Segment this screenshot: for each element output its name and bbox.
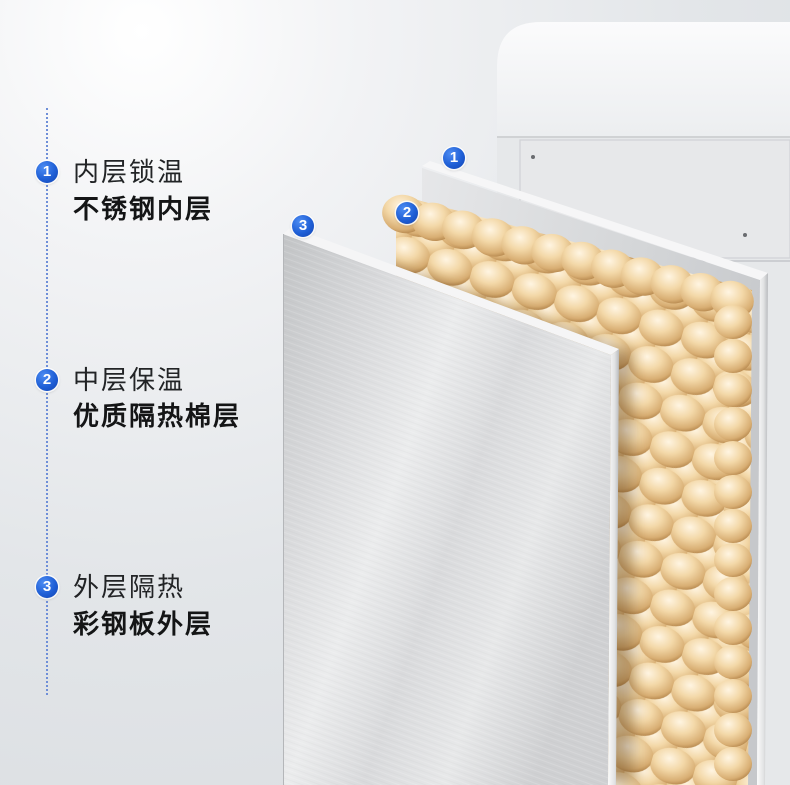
outer-steel-panel: [283, 227, 619, 785]
layer-2-badge-icon: 2: [36, 369, 58, 391]
layer-2-subtitle: 优质隔热棉层: [73, 401, 242, 431]
cotton-roll: [714, 407, 752, 441]
layer-3-title: 外层隔热: [73, 572, 186, 602]
cotton-roll: [714, 611, 752, 645]
inner-panel-marker-icon: 1: [443, 147, 465, 169]
cotton-roll: [714, 305, 752, 339]
cotton-roll: [714, 577, 752, 611]
cotton-rolls: [382, 194, 754, 781]
cotton-roll: [714, 441, 752, 475]
layer-3-badge-icon: 3: [36, 576, 58, 598]
cotton-roll: [714, 339, 752, 373]
cotton-roll: [714, 543, 752, 577]
cabinet-top-panel: [497, 22, 790, 136]
inner-panel-top-edge: [422, 161, 768, 280]
inner-panel-side-edge: [757, 273, 768, 785]
outer-panel-side-edge: [608, 349, 619, 785]
layer-1-title: 内层锁温: [73, 157, 186, 187]
layer-1-badge-icon: 1: [36, 161, 58, 183]
cotton-roll: [714, 373, 752, 407]
outer-panel-brushed-texture: [283, 234, 611, 785]
layer-2-title: 中层保温: [73, 365, 186, 395]
outer-panel-top-edge: [283, 227, 619, 355]
cotton-roll: [714, 645, 752, 679]
layer-3-subtitle: 彩钢板外层: [73, 609, 214, 639]
cotton-roll: [714, 713, 752, 747]
legend-dotted-line: [46, 108, 48, 695]
cotton-layer-marker-icon: 2: [396, 202, 418, 224]
cotton-roll: [714, 475, 752, 509]
screw-icon: [743, 233, 747, 237]
screw-icon: [531, 155, 535, 159]
cotton-roll: [714, 747, 752, 781]
cotton-roll: [714, 679, 752, 713]
cotton-roll: [714, 509, 752, 543]
outer-panel-marker-icon: 3: [292, 215, 314, 237]
layer-1-subtitle: 不锈钢内层: [73, 194, 214, 224]
